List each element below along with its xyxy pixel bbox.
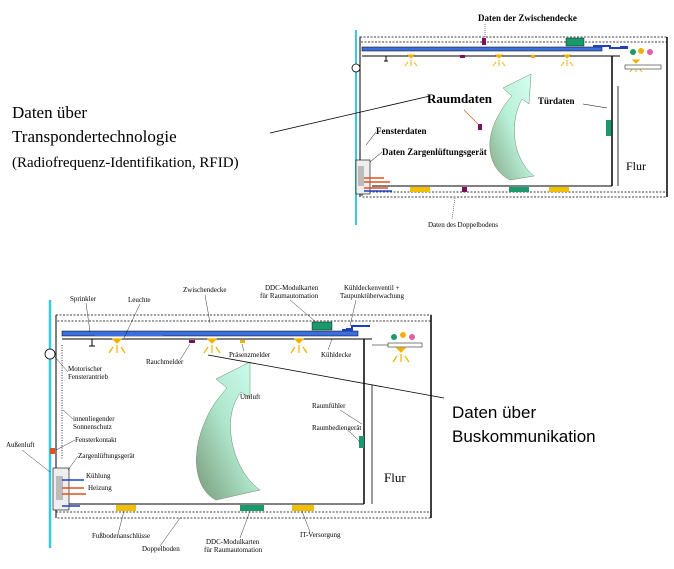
label-zargen: Zargenlüftungsgerät (78, 452, 135, 460)
label-motor-1: Motorischer (68, 365, 103, 373)
label-ddc-bot-1: DDC-Modulkarten (206, 538, 260, 546)
label-sonnenschutz-2: Sonnenschutz (73, 423, 112, 431)
bus-label-line1: Daten über (452, 403, 536, 422)
label-sonnenschutz-1: innenliegender (73, 415, 115, 423)
label-sprinkler: Sprinkler (70, 295, 97, 303)
label-fussboden: Fußbodenanschlüsse (92, 532, 150, 540)
label-heizung: Heizung (88, 484, 112, 492)
bottom-section-diagram (44, 300, 432, 548)
top-label-tuerdaten: Türdaten (538, 96, 575, 106)
top-section-diagram (351, 30, 668, 225)
rfid-label-line1: Daten über (12, 103, 87, 122)
top-label-raumdaten: Raumdaten (427, 91, 493, 106)
label-umluft: Umluft (240, 393, 260, 401)
label-kuehldeckenventil-1: Kühldeckenventil + (344, 284, 400, 292)
top-label-doppelboden-data: Daten des Doppelbodens (428, 221, 498, 229)
label-kuehlung: Kühlung (86, 472, 111, 480)
label-praesenzmelder: Präsenzmelder (229, 351, 271, 359)
label-leuchte: Leuchte (128, 296, 151, 304)
label-ddc-bot-2: für Raumautomation (204, 546, 263, 554)
rfid-label-line2: Transpondertechnologie (12, 127, 177, 146)
top-label-fensterdaten: Fensterdaten (376, 126, 427, 136)
label-aussenluft: Außenluft (6, 441, 34, 449)
bottom-label-flur: Flur (384, 470, 406, 485)
label-rauchmelder: Rauchmelder (146, 358, 184, 366)
label-ddc-top-2: für Raumautomation (260, 292, 319, 300)
label-zwischendecke: Zwischendecke (183, 286, 227, 294)
label-fensterkontakt: Fensterkontakt (75, 436, 117, 444)
label-raumfuehler: Raumfühler (312, 402, 346, 410)
label-raumbediengeraet: Raumbediengerät (312, 424, 361, 432)
top-label-zargen-data: Daten Zargenlüftungsgerät (382, 147, 487, 157)
top-label-zwischendecke-data: Daten der Zwischendecke (478, 13, 577, 23)
label-kuehldecke: Kühldecke (321, 351, 351, 359)
label-motor-2: Fensterantrieb (68, 373, 109, 381)
top-label-flur: Flur (626, 159, 646, 173)
rfid-label-line3: (Radiofrequenz-Identifikation, RFID) (12, 155, 239, 171)
label-ddc-top-1: DDC-Modulkarten (265, 284, 319, 292)
label-it: IT-Versorgung (300, 531, 341, 539)
label-doppelboden: Doppelboden (142, 545, 180, 553)
label-kuehldeckenventil-2: Taupunktüberwachung (340, 292, 405, 300)
bus-label-line2: Buskommunikation (452, 427, 596, 446)
